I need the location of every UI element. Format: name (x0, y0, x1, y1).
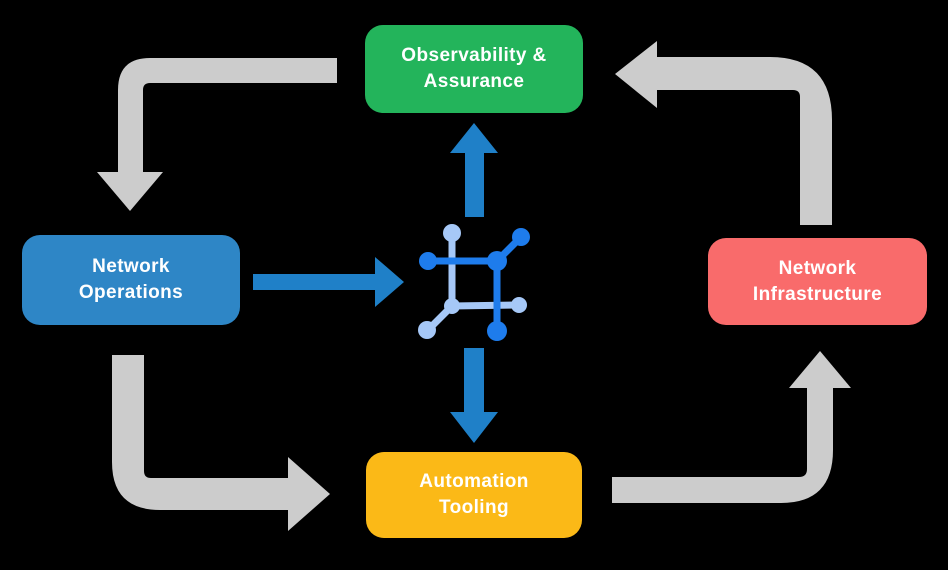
node-automation-tooling: Automation Tooling (366, 452, 582, 538)
node-label-line: Automation (419, 471, 529, 492)
flow-arrow-center-to-observability (450, 123, 498, 217)
network-mesh-icon-light-lines (425, 230, 522, 333)
node-label-line: Infrastructure (752, 283, 883, 305)
node-label-line: Assurance (423, 71, 525, 92)
node-label-line: Network (778, 257, 857, 279)
cycle-arrow-top-right (615, 41, 832, 225)
network-mesh-icon-dark-dots (419, 228, 530, 341)
network-mesh-icon-light-dots (418, 224, 527, 339)
cycle-arrow-bottom-left (112, 355, 330, 531)
network-mesh-icon (418, 224, 530, 341)
node-network-infrastructure: Network Infrastructure (708, 238, 927, 325)
node-network-operations: Network Operations (22, 235, 240, 325)
node-label-line: Observability & (401, 45, 547, 66)
node-observability-assurance: Observability & Assurance (365, 25, 583, 113)
flow-arrow-operations-to-center (253, 257, 404, 307)
cycle-arrow-top-left (97, 58, 337, 211)
node-label-line: Operations (78, 282, 184, 303)
node-label-line: Network (92, 256, 170, 277)
flow-arrow-center-to-automation (450, 348, 498, 443)
node-label-line: Tooling (439, 497, 509, 518)
cycle-arrow-bottom-right (612, 351, 851, 503)
